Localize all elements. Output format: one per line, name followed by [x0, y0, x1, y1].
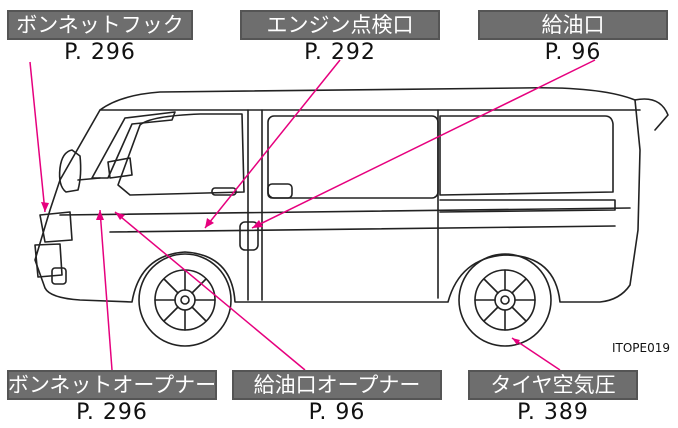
hood-opener-page[interactable]: P. 296	[76, 400, 148, 425]
callout-engine-check: エンジン点検口 P. 292	[240, 10, 440, 66]
front-wheel	[138, 253, 232, 347]
tire-pressure-label: タイヤ空気圧	[468, 370, 638, 400]
callout-fuel-inlet: 給油口 P. 96	[478, 10, 668, 66]
door-handle	[211, 187, 237, 196]
figure-code: ITOPE019	[611, 341, 670, 355]
leader-hood-opener	[99, 209, 113, 371]
fuel-inlet-page[interactable]: P. 96	[544, 40, 602, 65]
callout-hood-hook: ボンネットフック P. 296	[7, 10, 193, 66]
leader-fuel-inlet	[251, 59, 596, 229]
callout-fuel-opener: 給油口オープナー P. 96	[232, 370, 442, 426]
side-window	[267, 115, 439, 199]
hood-opener-label: ボンネットオープナー	[7, 370, 217, 400]
fuel-opener-label: 給油口オープナー	[232, 370, 442, 400]
headlight	[39, 211, 73, 243]
leader-hood-hook	[29, 61, 46, 213]
fog-lamp	[51, 267, 67, 285]
tire-pressure-page[interactable]: P. 389	[517, 400, 589, 425]
callout-tire-pressure: タイヤ空気圧 P. 389	[468, 370, 638, 426]
leader-tire-pressure	[511, 337, 561, 371]
callout-hood-opener: ボンネットオープナー P. 296	[7, 370, 217, 426]
van-body-outline	[34, 86, 641, 303]
leader-engine-check	[204, 59, 341, 229]
grille	[34, 243, 63, 278]
engine-check-page[interactable]: P. 292	[304, 40, 376, 65]
hood-hook-label: ボンネットフック	[7, 10, 193, 40]
side-mirror	[58, 149, 82, 193]
rear-window	[439, 115, 614, 196]
engine-check-label: エンジン点検口	[240, 10, 440, 40]
hood-hook-page[interactable]: P. 296	[64, 40, 136, 65]
leader-fuel-opener	[114, 211, 306, 371]
slide-handle	[267, 183, 293, 199]
fuel-inlet-label: 給油口	[478, 10, 668, 40]
rear-wheel	[458, 253, 552, 347]
front-door-window	[117, 113, 245, 196]
fuel-opener-page[interactable]: P. 96	[308, 400, 366, 425]
windshield	[91, 111, 176, 179]
fuel-lid	[239, 221, 259, 251]
